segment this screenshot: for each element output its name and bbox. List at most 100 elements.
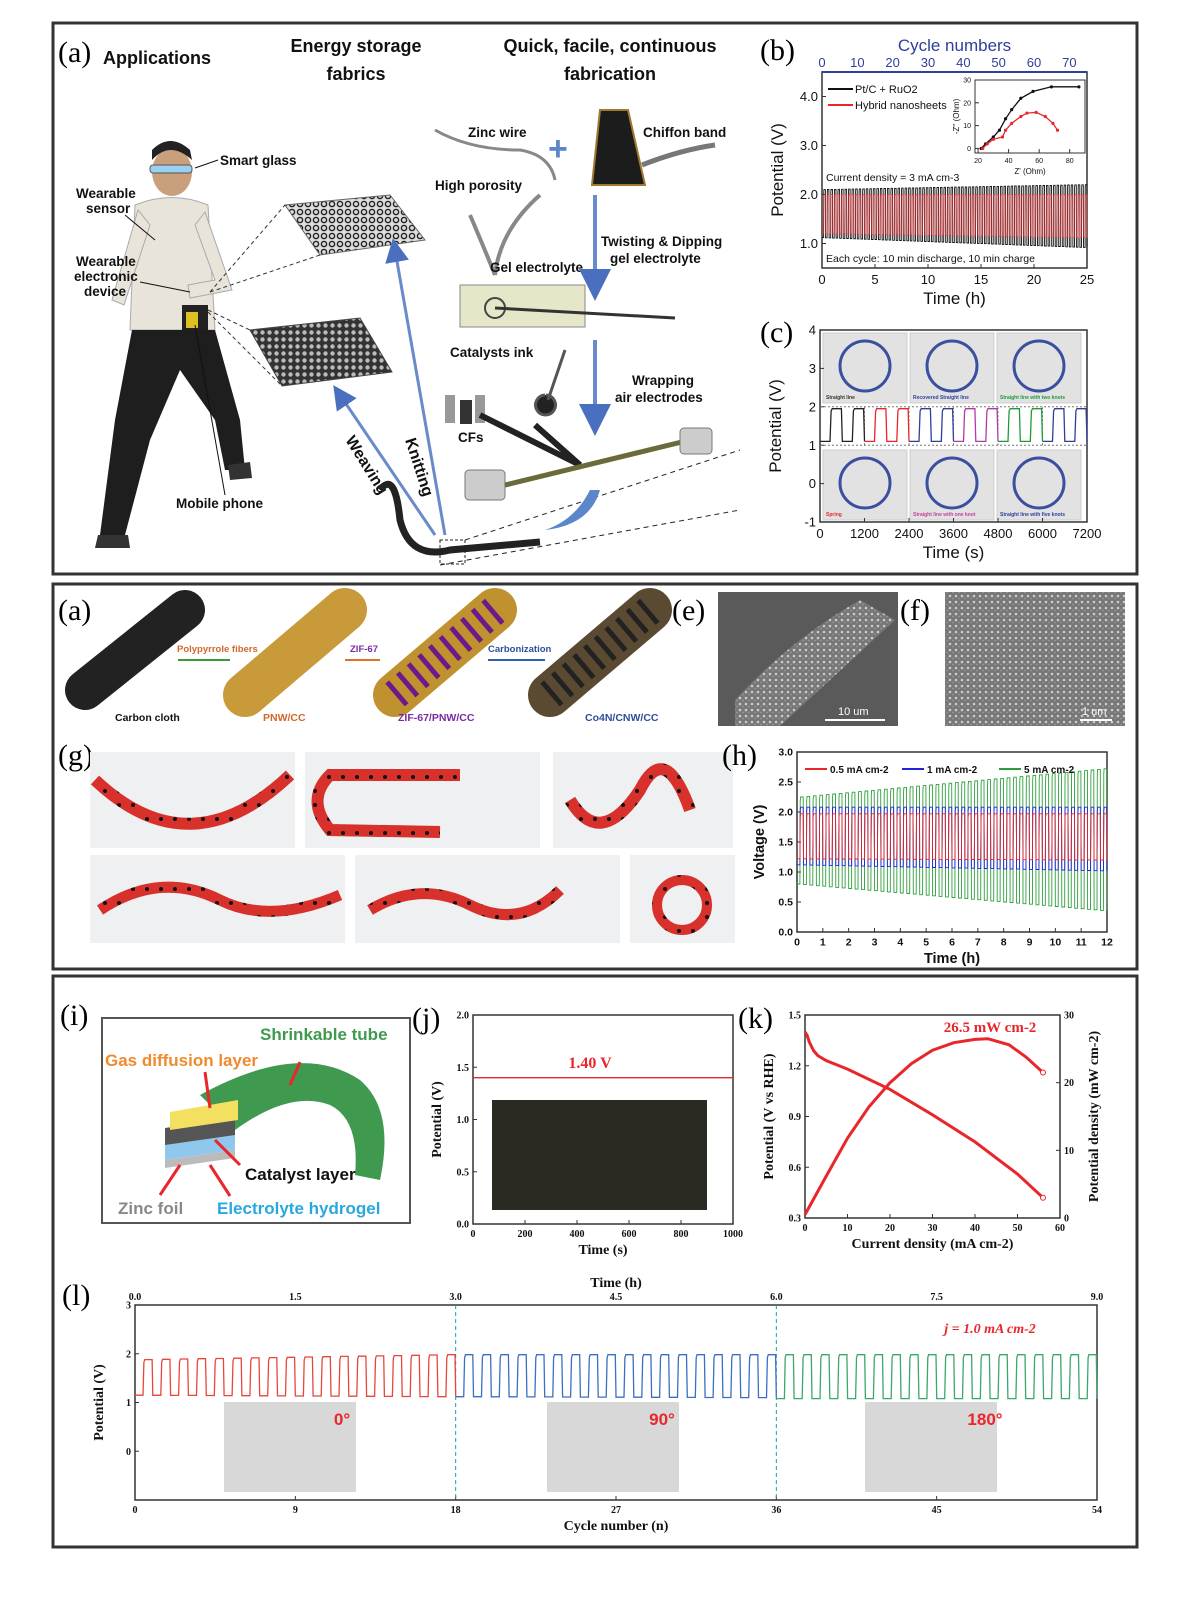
bending-photos: 0°90°180° [224,1402,1003,1492]
top-tick-label: 40 [956,55,970,70]
x-tick-label: 20 [974,158,982,165]
panel-label-g: (g) [58,739,93,772]
bending-photo [547,1402,679,1492]
y-tick-label: 2 [809,399,816,414]
y-right-axis-label: Potential density (mW cm-2) [1087,1031,1102,1203]
data-point [981,146,985,151]
y-tick-label: 3.0 [800,138,818,153]
plus-icon: + [548,130,568,168]
label-zinc-wire: Zinc wire [468,125,527,140]
label-cfs: CFs [458,430,484,445]
data-point [1049,85,1053,89]
x-tick-label: 9 [293,1505,298,1516]
photo-caption: Straight line [826,395,855,401]
x-axis-label: Time (h) [923,289,986,308]
fiber-battery-illustration [377,480,541,556]
label-wearable-device-2: electronic [74,269,138,284]
panel-label-b: (b) [760,34,795,67]
x-tick-label: 8 [1001,937,1007,949]
y-tick-label: 10 [963,123,971,130]
seal-logo [838,339,892,393]
x-tick-label: 11 [1076,937,1087,949]
x-tick-label: 30 [928,1223,938,1234]
panel-label-h: (h) [722,739,757,772]
leader-line [124,214,156,241]
x-tick-label: 7 [975,937,981,949]
scale-label-e: 10 um [838,706,869,718]
data-point [985,142,989,146]
x-axis-label: Time (h) [924,951,980,967]
data-point [1003,117,1008,121]
x-axis-label: Cycle number (n) [564,1519,669,1534]
leader-line [139,281,191,293]
x-axis-label: Time (s) [923,543,985,562]
x-axis-label: Time (s) [578,1243,627,1258]
heading-fabrication-1: Quick, facile, continuous [503,36,716,56]
label-gas-diffusion-layer: Gas diffusion layer [105,1051,258,1070]
series-h-2 [797,813,1108,861]
y-tick-label: 0 [967,146,971,153]
seal-logo [838,456,892,510]
data-point [1019,114,1023,119]
knitted-fabric-illustration [284,194,426,256]
annotation-peak-power: 26.5 mW cm-2 [944,1020,1037,1036]
y-tick-label: 1.0 [778,867,793,879]
y-right-tick-label: 30 [1064,1011,1074,1022]
x-tick-label: 10 [843,1223,853,1234]
y-tick-label: 0 [126,1447,131,1458]
x-tick-label: 3600 [939,526,968,541]
y-tick-label: 2.0 [778,807,793,819]
y-tick-label: 3 [126,1301,131,1312]
x-tick-label: 40 [1005,158,1013,165]
x-tick-label: 4 [897,937,903,949]
runner-figure-illustration [95,141,252,548]
panel-top-frame [51,21,1139,576]
x-tick-label: 7200 [1073,526,1102,541]
label-zif67: ZIF-67 [350,644,378,655]
y-tick-label: 0.0 [778,927,793,939]
top-tick-label: 7.5 [930,1292,943,1303]
label-wrapping-2: air electrodes [615,390,703,405]
label-wearable-device-3: device [84,284,127,299]
y-tick-label: 1.0 [800,236,818,251]
photo-caption: Straight line with one knot [913,512,976,518]
y-right-tick-label: 0 [1064,1214,1069,1225]
series-c-2 [909,408,955,443]
leader-line [194,159,219,169]
x-tick-label: 54 [1092,1505,1102,1516]
weaving-arrow [333,385,437,536]
x-tick-label: 4800 [984,526,1013,541]
x-tick-label: 800 [674,1229,689,1240]
y-tick-label: 0.9 [789,1112,802,1123]
y-tick-label: 1 [809,438,816,453]
label-pnw-cc: PNW/CC [263,712,306,724]
label-smart-glass: Smart glass [220,153,297,168]
data-point [1010,108,1014,112]
x-tick-label: 36 [771,1505,781,1516]
x-tick-label: 60 [1035,158,1043,165]
data-point [1055,128,1060,132]
data-point [1019,96,1023,100]
series-c-1 [864,408,910,443]
bending-angle-label: 180° [967,1410,1002,1429]
bending-photo [865,1402,997,1492]
panel-label-k: (k) [738,1002,773,1035]
x-tick-label: 2 [846,937,852,949]
heading-energy-storage-2: fabrics [326,64,385,84]
label-chiffon-band: Chiffon band [643,125,726,140]
y-right-tick-label: 20 [1064,1078,1074,1089]
top-tick-label: 1.5 [289,1292,302,1303]
panel-label-l: (l) [62,1279,90,1312]
label-electrolyte-hydrogel: Electrolyte hydrogel [217,1199,380,1218]
label-knitting: Knitting [401,436,436,499]
porous-wire-illustration [493,193,542,276]
x-tick-label: 400 [570,1229,585,1240]
chiffon-cone-illustration [590,109,647,186]
data-point [1077,85,1081,89]
label-polypyrrole-fibers: Polypyrrole fibers [177,644,258,655]
